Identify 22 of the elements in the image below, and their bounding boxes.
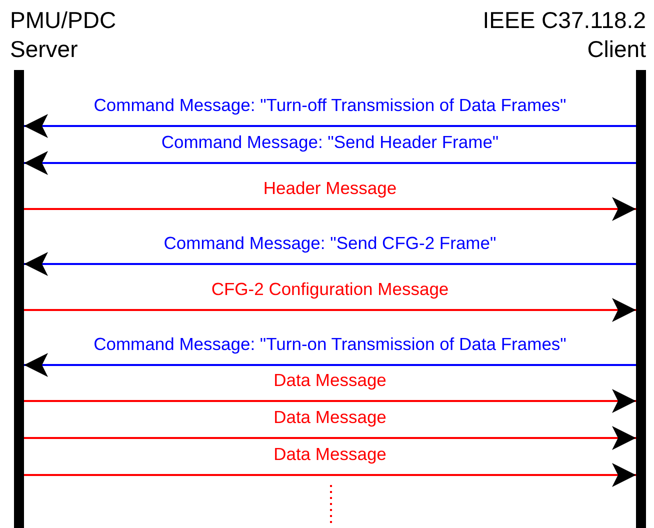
arrow bbox=[24, 463, 636, 487]
edge-label: Command Message: "Send Header Frame" bbox=[160, 132, 500, 152]
arrow bbox=[24, 197, 636, 221]
edge-label: Command Message: "Turn-on Transmission of Data Frames" bbox=[92, 334, 568, 354]
arrow bbox=[24, 353, 636, 377]
arrow bbox=[24, 114, 636, 138]
arrow bbox=[24, 426, 636, 450]
lifeline-heading: PMU/PDC Server bbox=[10, 6, 118, 64]
edge-label: Command Message: "Turn-off Transmission of Data Frames" bbox=[92, 95, 568, 115]
edge-label: Header Message bbox=[262, 178, 398, 198]
arrow bbox=[24, 389, 636, 413]
edge-label: CFG-2 Configuration Message bbox=[210, 279, 450, 299]
edge-label: Data Message bbox=[272, 444, 388, 464]
arrow bbox=[24, 151, 636, 175]
arrow bbox=[24, 298, 636, 322]
lifeline-bar bbox=[636, 70, 646, 528]
edge-label: Data Message bbox=[272, 407, 388, 427]
edge-label: Command Message: "Send CFG-2 Frame" bbox=[162, 233, 498, 253]
edge-label: Data Message bbox=[272, 370, 388, 390]
arrow bbox=[24, 252, 636, 276]
lifeline-heading: IEEE C37.118.2 Client bbox=[482, 6, 646, 64]
lifeline-bar bbox=[14, 70, 24, 528]
